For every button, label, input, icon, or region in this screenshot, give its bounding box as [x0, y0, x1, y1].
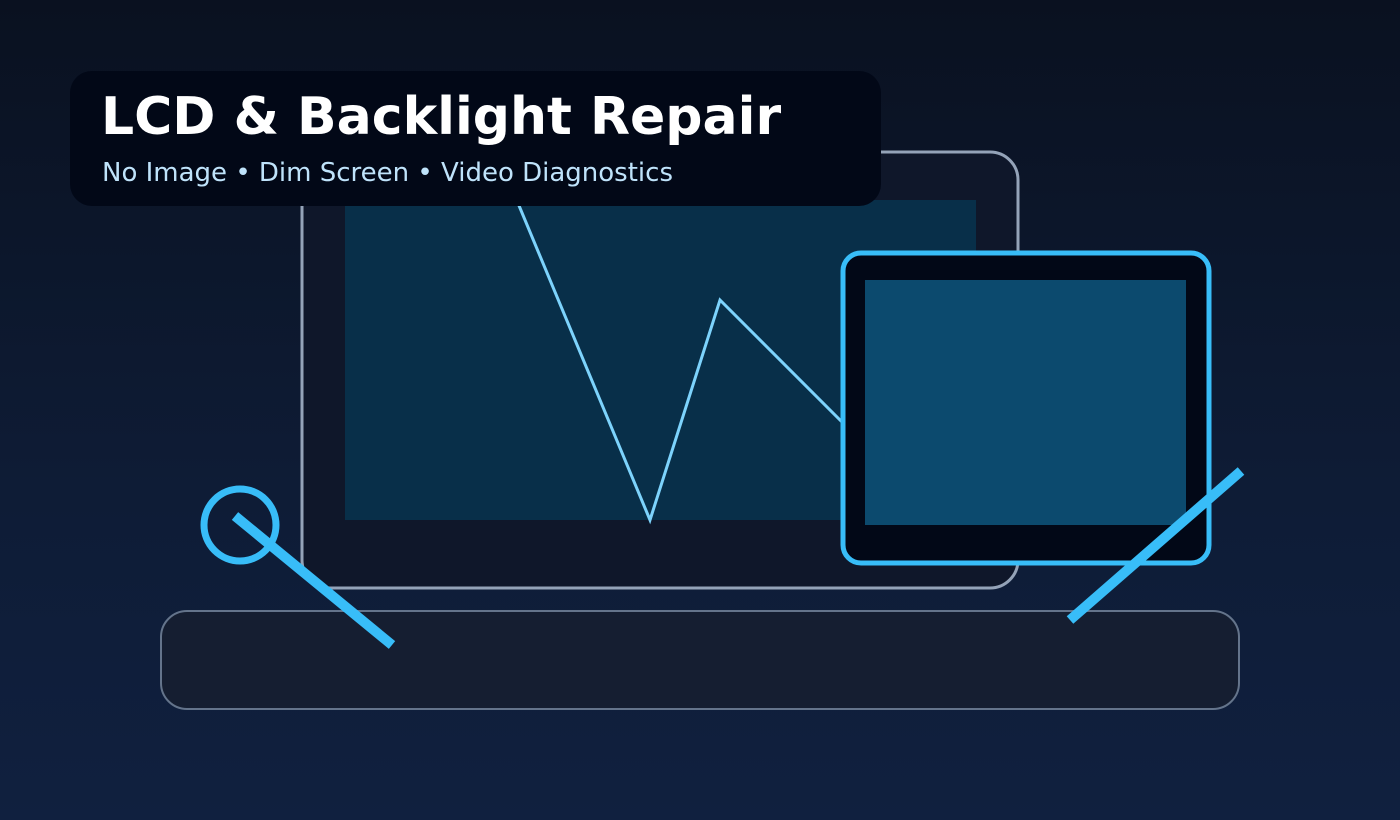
page-subtitle: No Image • Dim Screen • Video Diagnostic… — [102, 158, 673, 188]
magnifier-handle — [231, 512, 396, 649]
waveform-icon — [498, 159, 862, 525]
tablet-screen — [865, 280, 1186, 525]
magnifier-lens — [200, 485, 280, 565]
keyboard-base — [160, 610, 1240, 710]
tablet-icon — [840, 250, 1212, 566]
page-title: LCD & Backlight Repair — [101, 87, 782, 147]
probe-icon — [1066, 467, 1245, 624]
magnifier-icon — [200, 485, 396, 649]
title-card: LCD & Backlight Repair No Image • Dim Sc… — [70, 71, 881, 206]
